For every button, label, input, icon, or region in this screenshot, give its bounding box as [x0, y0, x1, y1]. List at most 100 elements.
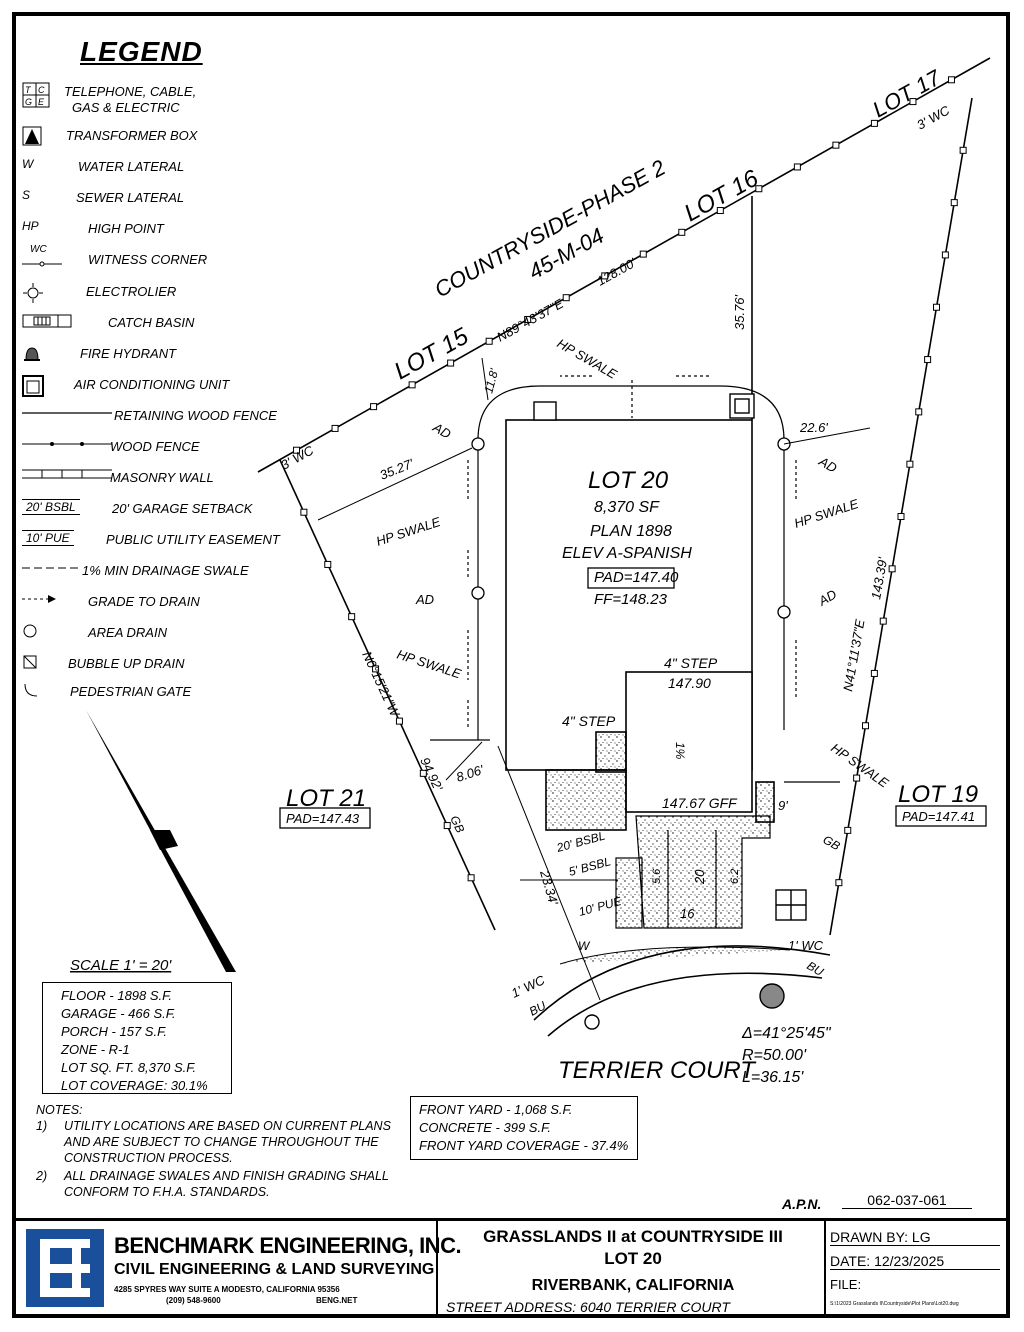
subdivision-name: COUNTRYSIDE-PHASE 2 — [430, 155, 669, 303]
svg-text:G: G — [25, 97, 32, 107]
legend-label: RETAINING WOOD FENCE — [114, 408, 277, 423]
hp-swale-right-2: HP SWALE — [828, 740, 891, 791]
fence-post — [601, 272, 609, 280]
curve-delta: Δ=41°25'45" — [741, 1025, 832, 1042]
legend-item: ELECTROLIER — [22, 280, 292, 306]
area-stats-box: FLOOR - 1898 S.F. GARAGE - 466 S.F. PORC… — [42, 982, 232, 1094]
hp-swale-left-1: HP SWALE — [374, 514, 442, 549]
masonry-wall-icon — [22, 468, 112, 490]
lot-20-plan: PLAN 1898 — [590, 523, 672, 540]
transformer-box-icon — [22, 126, 74, 148]
street-name: TERRIER COURT — [558, 1057, 757, 1084]
lot-20-title: LOT 20 — [588, 467, 669, 494]
lot-19-label: LOT 19 — [898, 781, 978, 808]
legend-label: TRANSFORMER BOX — [66, 128, 198, 143]
legend-label: HIGH POINT — [88, 221, 164, 236]
legend-item: FIRE HYDRANT — [22, 342, 292, 368]
legend-item: BUBBLE UP DRAIN — [22, 652, 292, 678]
dim-35-27: 35.27' — [378, 456, 417, 483]
project-name: GRASSLANDS II at COUNTRYSIDE III — [483, 1227, 783, 1246]
step-1-label: 4" STEP — [664, 655, 718, 671]
side-bsbl-label: 5' BSBL — [567, 854, 612, 879]
witness-corner-front-left: 1' WC — [509, 972, 548, 1001]
dim-11-8: 11.8' — [481, 367, 501, 395]
legend-label-line-2: GAS & ELECTRIC — [72, 100, 180, 115]
stat-lot-area: LOT SQ. FT. 8,370 S.F. — [61, 1060, 197, 1075]
lot-19-pad: PAD=147.41 — [902, 809, 975, 824]
fence-post — [909, 98, 917, 106]
fence-post — [447, 359, 455, 367]
legend-item: GRADE TO DRAIN — [22, 590, 292, 616]
legend-label: PEDESTRIAN GATE — [70, 684, 192, 699]
legend-label: WITNESS CORNER — [88, 252, 208, 267]
legend-label: TELEPHONE, CABLE, — [64, 84, 197, 99]
ac-unit-icon — [22, 375, 74, 397]
wood-fence-icon — [22, 437, 112, 459]
slope-label: 1% — [673, 742, 687, 760]
gb-label-left: GB — [447, 813, 467, 835]
fence-post — [870, 119, 878, 127]
legend-item: WOOD FENCE — [22, 435, 292, 461]
fence-post — [467, 874, 475, 882]
benchmark-logo-icon — [26, 1229, 104, 1307]
company-web: BENG.NET — [316, 1296, 358, 1305]
note-2: ALL DRAINAGE SWALES AND FINISH GRADING S… — [64, 1169, 389, 1199]
legend-item: MASONRY WALL — [22, 466, 292, 492]
svg-text:T: T — [25, 85, 32, 95]
witness-corner-icon: WC — [22, 244, 74, 272]
catch-basin-icon — [22, 313, 74, 335]
fence-post — [879, 617, 887, 625]
bubble-up-drain-icon — [22, 654, 74, 676]
s-letter-icon: S — [22, 188, 31, 202]
legend-title: LEGEND — [80, 36, 203, 67]
gb-label-right: GB — [821, 832, 843, 853]
company-phone: (209) 548-9600 — [166, 1296, 221, 1305]
apn-label: A.P.N. — [782, 1196, 822, 1212]
fence-post — [862, 722, 869, 730]
garage-ff: 147.67 GFF — [662, 795, 738, 811]
legend-label: ELECTROLIER — [86, 284, 177, 299]
fence-post — [408, 381, 416, 389]
fence-post — [844, 826, 852, 834]
hp-swale-top: HP SWALE — [555, 336, 620, 382]
lot-15-label: LOT 15 — [390, 323, 474, 386]
fence-post — [293, 446, 301, 454]
ad-label-2: AD — [415, 592, 434, 607]
pue-icon: 10' PUE — [22, 530, 74, 546]
note-2-number: 2) — [36, 1169, 48, 1183]
curve-length: L=36.15' — [742, 1069, 804, 1086]
company-tagline: CIVIL ENGINEERING & LAND SURVEYING — [114, 1261, 435, 1278]
wood-fence-markers — [293, 76, 967, 887]
witness-corner-right: 3' WC — [914, 102, 952, 132]
lot-20-pad: PAD=147.40 — [594, 569, 679, 586]
retaining-fence-icon — [22, 406, 112, 428]
legend-label: SEWER LATERAL — [76, 190, 185, 205]
stat-zone: ZONE - R-1 — [61, 1042, 130, 1057]
dim-22-6: 22.6' — [799, 420, 828, 435]
curve-radius: R=50.00' — [742, 1047, 807, 1064]
note-1: UTILITY LOCATIONS ARE BASED ON CURRENT P… — [64, 1119, 391, 1165]
file-path: S:\1\2023 Grasslands II\Countryside\Plot… — [830, 1301, 959, 1307]
svg-text:E: E — [38, 97, 45, 107]
hp-swale-left-2: HP SWALE — [395, 647, 463, 682]
notes-title: NOTES: — [36, 1103, 83, 1117]
fence-post — [915, 408, 923, 416]
legend-label: AIR CONDITIONING UNIT — [74, 377, 230, 392]
step-2-label: 4" STEP — [562, 713, 616, 729]
bsbl-label: 20' BSBL — [554, 829, 607, 856]
notes: NOTES: 1)UTILITY LOCATIONS ARE BASED ON … — [36, 1102, 416, 1200]
title-block: BENCHMARK ENGINEERING, INC. CIVIL ENGINE… — [16, 1218, 1006, 1317]
fence-post — [906, 460, 914, 468]
stat-floor: FLOOR - 1898 S.F. — [61, 988, 173, 1003]
dim-23-34: 23.34' — [537, 868, 561, 907]
fence-post — [835, 879, 843, 887]
fence-post — [372, 665, 380, 673]
legend-item: S SEWER LATERAL — [22, 186, 292, 212]
company-name: BENCHMARK ENGINEERING, INC. — [114, 1233, 462, 1258]
fence-post — [331, 424, 339, 432]
legend-item: RETAINING WOOD FENCE — [22, 404, 292, 430]
lot-20-area: 8,370 SF — [594, 499, 660, 516]
witness-corner-front-right: 1' WC — [788, 938, 824, 953]
